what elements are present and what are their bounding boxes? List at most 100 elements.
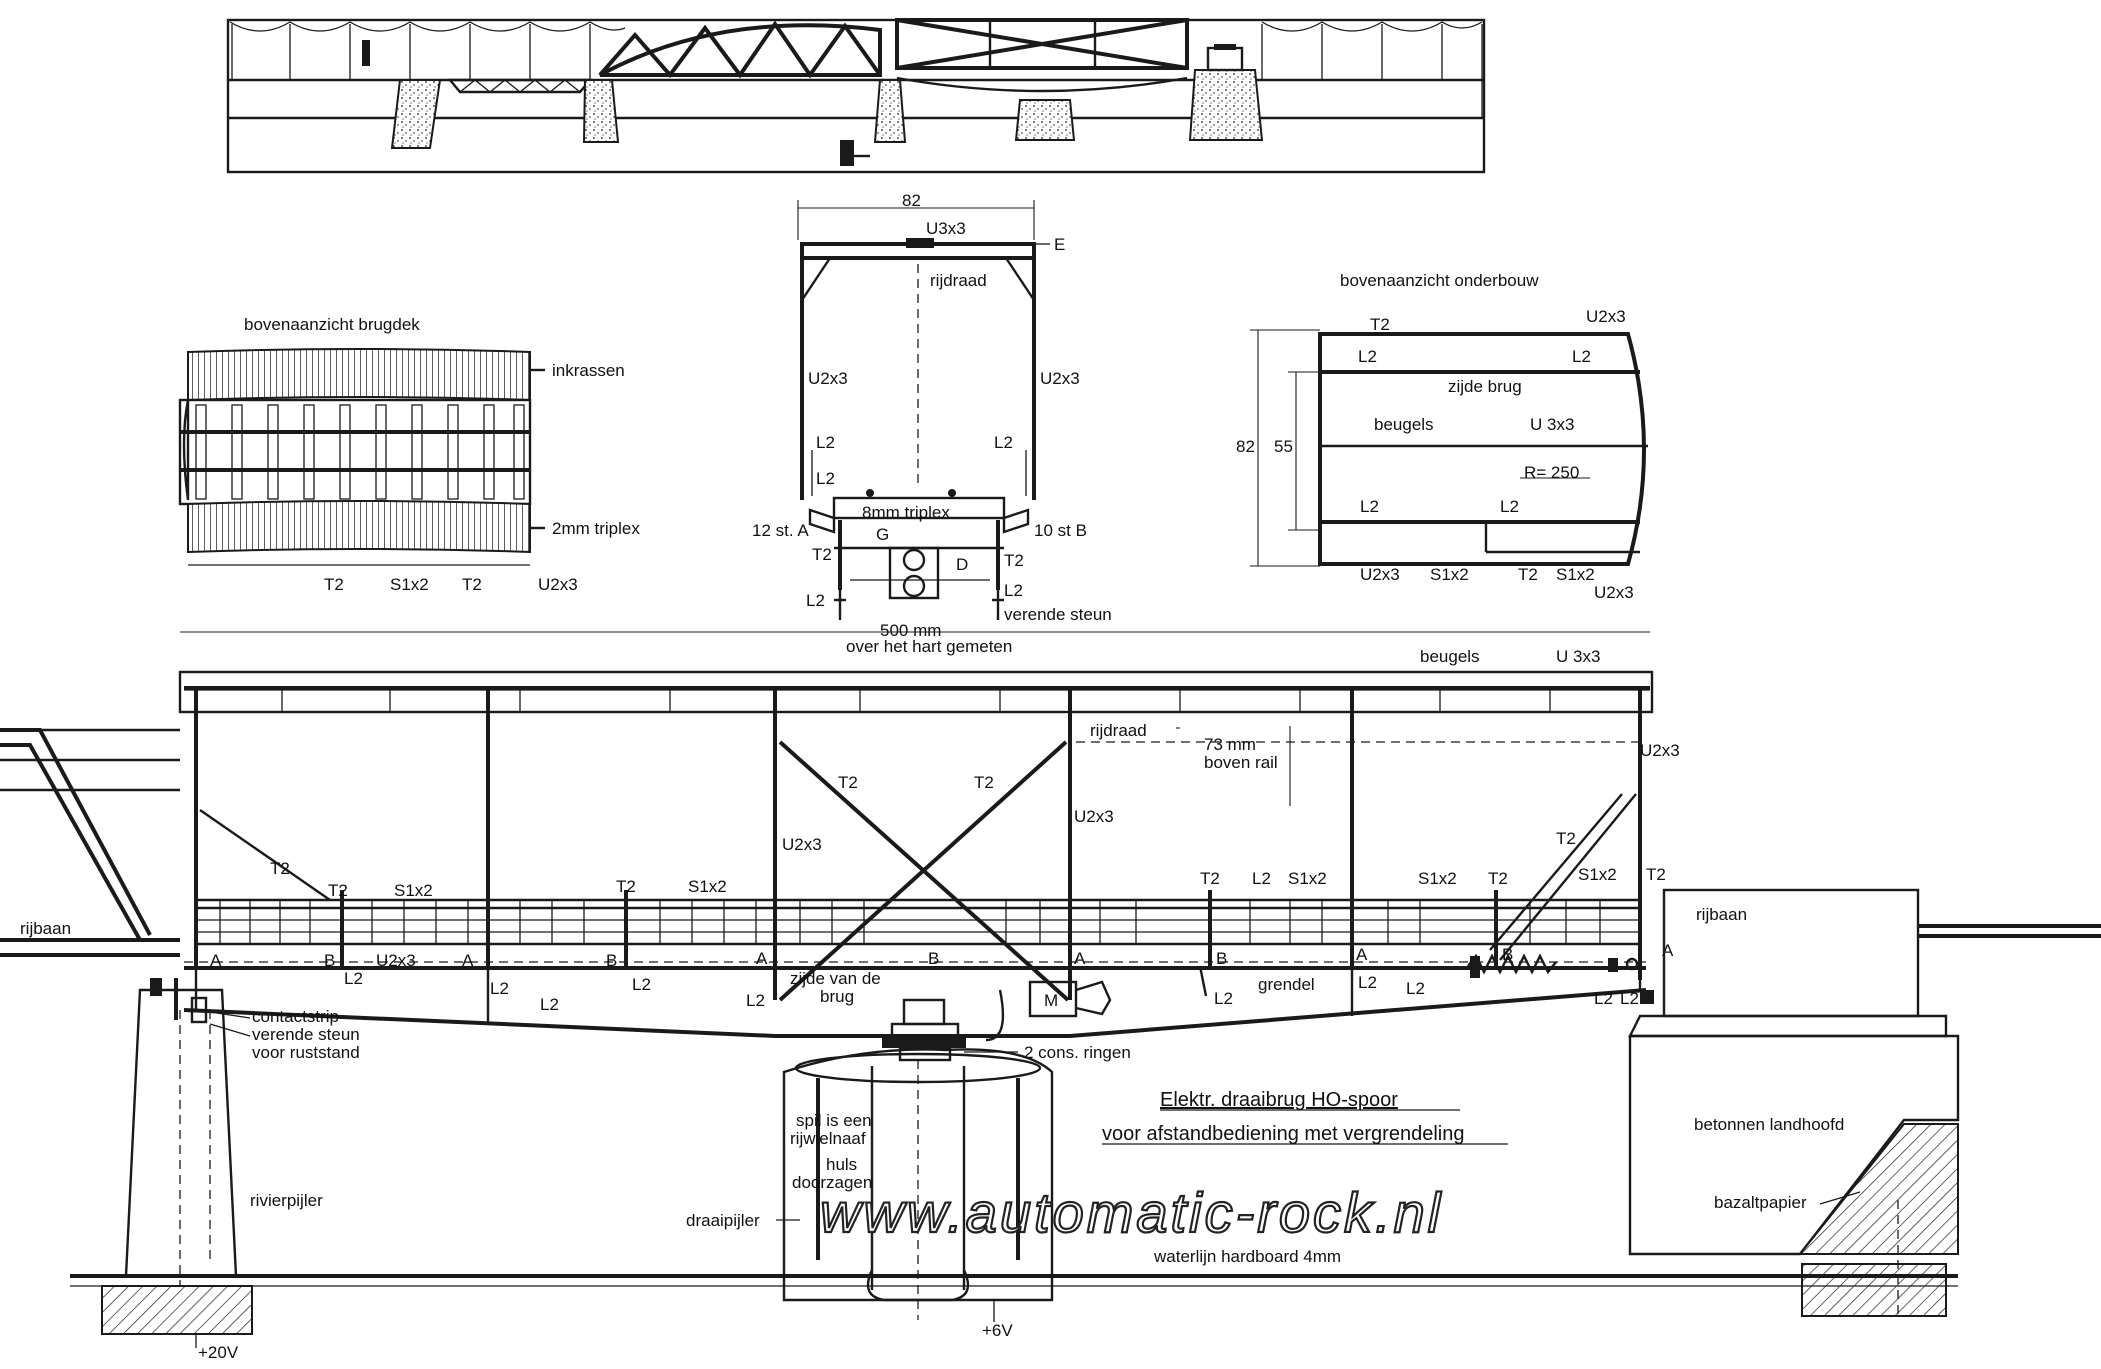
contactstrip-label: contactstrip [252, 1007, 339, 1026]
sub-heading: bovenaanzicht onderbouw [1340, 271, 1539, 290]
cs-span-dim: 500 mm [880, 621, 941, 640]
lower-l2-h: L2 [1406, 979, 1425, 998]
cs-triplex: 8mm triplex [862, 503, 950, 522]
sub-l2-d: L2 [1500, 497, 1519, 516]
sub-s1x2-a: S1x2 [1430, 565, 1469, 584]
cs-10st: 10 st B [1034, 521, 1087, 540]
watermark: www.automatic-rock.nl [820, 1181, 1443, 1244]
elev-l2-a: L2 [1252, 869, 1271, 888]
cs-u3x3: U3x3 [926, 219, 966, 238]
elev-clearance-2: boven rail [1204, 753, 1278, 772]
spil-1: spil is een [796, 1111, 872, 1130]
cs-l2-c: L2 [816, 469, 835, 488]
lower-l2-d: L2 [632, 975, 651, 994]
cs-12st: 12 st. A [752, 521, 809, 540]
point-a4: A [1074, 949, 1086, 968]
cs-g: G [876, 525, 889, 544]
elev-t2-b: T2 [974, 773, 994, 792]
elev-t2-a: T2 [838, 773, 858, 792]
title-line1: Elektr. draaibrug HO-spoor [1160, 1089, 1398, 1111]
lower-l2-g: L2 [1358, 973, 1377, 992]
cs-l2-d: L2 [806, 591, 825, 610]
rijbaan-right: rijbaan [1696, 905, 1747, 924]
point-b1: B [324, 951, 335, 970]
elev-u2x3-a: U2x3 [1640, 741, 1680, 760]
elev-rings: 2 cons. ringen [1024, 1043, 1131, 1062]
lower-u2x3: U2x3 [376, 951, 416, 970]
cross-section: 82 U3x3 E rijdraad U2x3 U2x3 L2 L2 L2 8m… [180, 191, 1650, 656]
title-line2: voor afstandbediening met vergrendeling [1102, 1123, 1464, 1145]
sub-radius: R= 250 [1524, 463, 1579, 482]
elev-s1x2-d: S1x2 [1418, 869, 1457, 888]
deck-label-u2x3: U2x3 [538, 575, 578, 594]
verende-1-label: verende steun [252, 1025, 360, 1044]
deck-label-triplex: 2mm triplex [552, 519, 640, 538]
huls-1: huls [826, 1155, 857, 1174]
huls-2: doorzagen [792, 1173, 872, 1192]
elev-t2-d: T2 [270, 859, 290, 878]
rivierpijler-label: rivierpijler [250, 1191, 323, 1210]
elev-brug: brug [820, 987, 854, 1006]
lower-l2-j: L2 [1620, 989, 1639, 1008]
lower-l2-b: L2 [490, 979, 509, 998]
sub-zijde-brug: zijde brug [1448, 377, 1522, 396]
point-a2: A [462, 951, 474, 970]
rijbaan-left: rijbaan [20, 919, 71, 938]
sleepers [195, 404, 525, 500]
deck-heading: bovenaanzicht brugdek [244, 315, 420, 334]
lower-l2-e: L2 [746, 991, 765, 1010]
elev-t2-h: T2 [1488, 869, 1508, 888]
cs-t2-right: T2 [1004, 551, 1024, 570]
sub-l2-a: L2 [1358, 347, 1377, 366]
elev-zijde: zijde van de [790, 969, 881, 988]
point-a1: A [210, 951, 222, 970]
main-elevation: rijbaan beugels U 3x3 rijdraad [0, 647, 2101, 1362]
elev-grendel: grendel [1258, 975, 1315, 994]
sub-t2-bottom: T2 [1518, 565, 1538, 584]
sub-t2-top: T2 [1370, 315, 1390, 334]
spil-2: rijwielnaaf [790, 1129, 866, 1148]
lower-l2-i: L2 [1594, 989, 1613, 1008]
sub-s1x2-b: S1x2 [1556, 565, 1595, 584]
waterlijn-label: waterlijn hardboard 4mm [1153, 1247, 1341, 1266]
drawing-title: Elektr. draaibrug HO-spoor voor afstandb… [1102, 1089, 1508, 1145]
sub-dim-outer: 82 [1236, 437, 1255, 456]
cs-l2-b: L2 [994, 433, 1013, 452]
sub-u2x3-top: U2x3 [1586, 307, 1626, 326]
point-b2: B [606, 951, 617, 970]
sub-u3x3: U 3x3 [1530, 415, 1574, 434]
deck-top-view: bovenaanzicht brugdek inkrassen 2mm trip… [178, 315, 640, 594]
point-a3: A [756, 949, 768, 968]
cs-u2x3-left: U2x3 [808, 369, 848, 388]
sub-dim-inner: 55 [1274, 437, 1293, 456]
motor-label: M [1044, 991, 1058, 1010]
overview-elevation [226, 18, 1486, 174]
point-b3: B [928, 949, 939, 968]
cs-rijdraad: rijdraad [930, 271, 987, 290]
elev-t2-f: T2 [616, 877, 636, 896]
elev-u2x3-c: U2x3 [782, 835, 822, 854]
cs-l2-a: L2 [816, 433, 835, 452]
v20-label: +20V [198, 1343, 239, 1362]
sub-l2-b: L2 [1572, 347, 1591, 366]
sub-u2x3-right: U2x3 [1594, 583, 1634, 602]
lower-l2-f: L2 [1214, 989, 1233, 1008]
elev-rijdraad: rijdraad [1090, 721, 1147, 740]
substructure-top-view: bovenaanzicht onderbouw 82 55 T2 U2x3 L2… [1236, 271, 1648, 602]
deck-label-inkrassen: inkrassen [552, 361, 625, 380]
verende-2-label: voor ruststand [252, 1043, 360, 1062]
deck-label-t2b: T2 [462, 575, 482, 594]
cs-e: E [1054, 235, 1065, 254]
cs-t2-left: T2 [812, 545, 832, 564]
cs-verende: verende steun [1004, 605, 1112, 624]
elev-u2x3-b: U2x3 [1074, 807, 1114, 826]
elev-t2-i: T2 [1646, 865, 1666, 884]
elev-s1x2-c: S1x2 [1288, 869, 1327, 888]
elev-s1x2-e: S1x2 [1578, 865, 1617, 884]
elev-s1x2-b: S1x2 [688, 877, 727, 896]
elev-t2-c: T2 [1556, 829, 1576, 848]
elev-t2-e: T2 [328, 881, 348, 900]
sub-u2x3-bottom: U2x3 [1360, 565, 1400, 584]
bazalt-label: bazaltpapier [1714, 1193, 1807, 1212]
